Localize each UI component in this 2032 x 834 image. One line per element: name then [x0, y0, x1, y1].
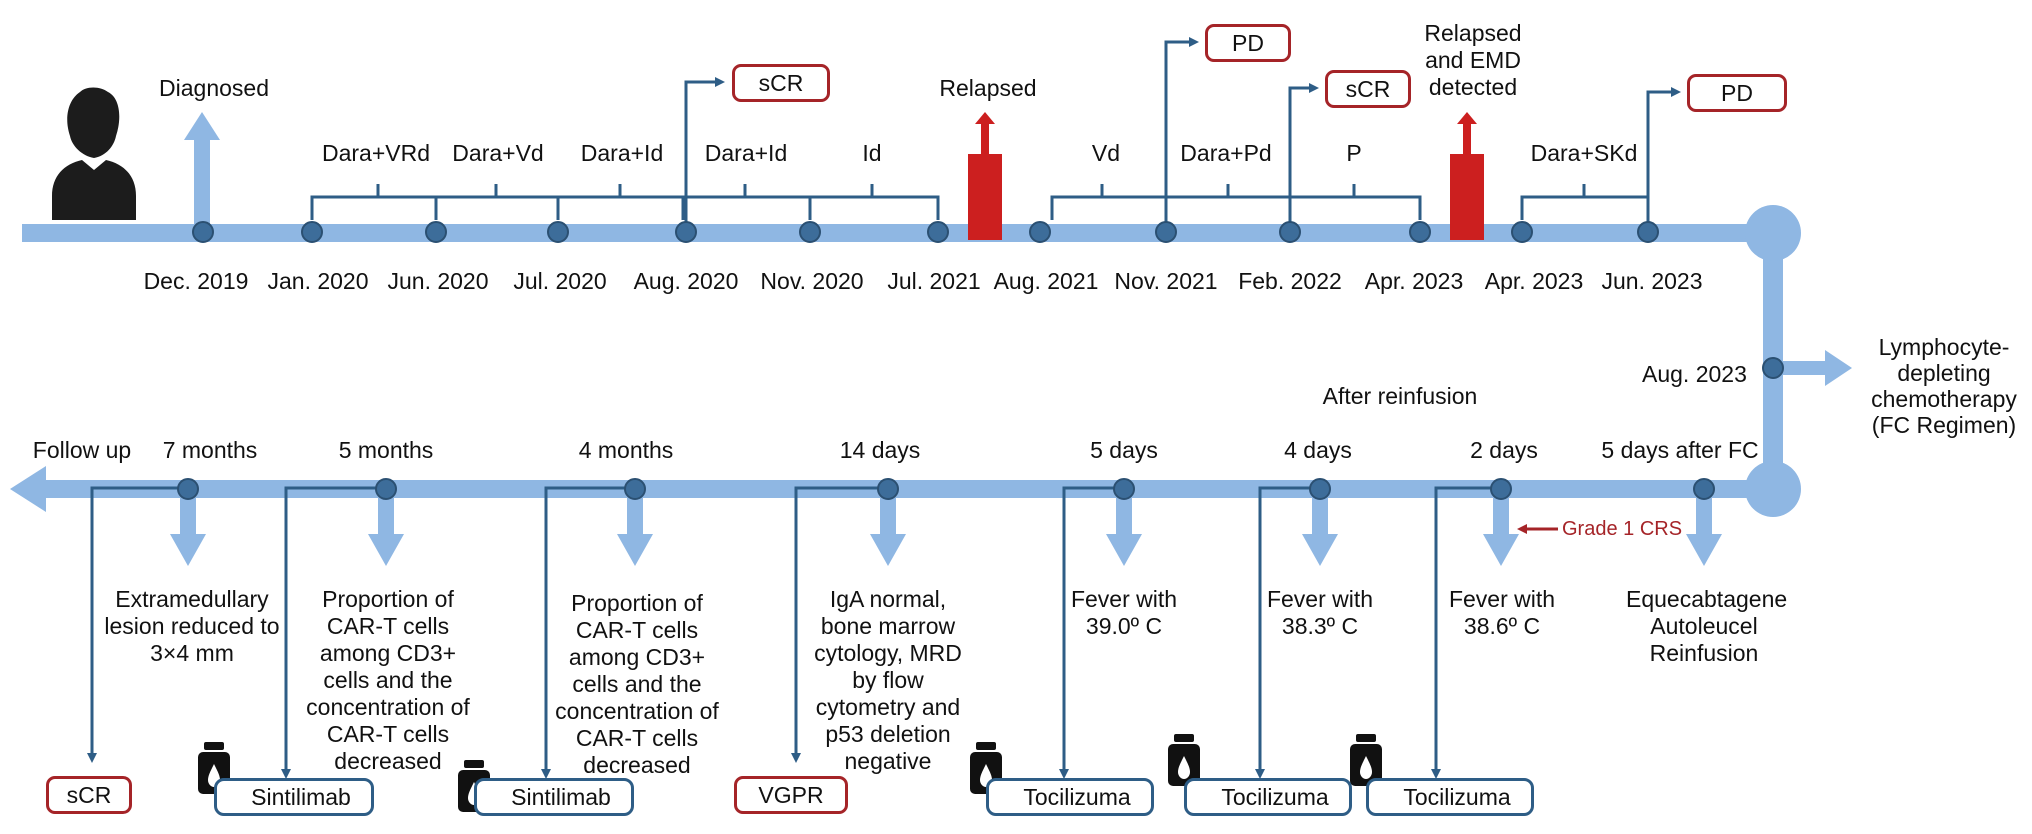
event-description: Fever with 38.6º C	[1448, 586, 1556, 639]
date-label: Jan. 2020	[267, 268, 369, 294]
date-label: Nov. 2021	[1114, 268, 1218, 294]
top-nodes	[192, 221, 1659, 243]
junction-circle-bottom	[1745, 461, 1801, 517]
bottom-timeline-bar	[40, 480, 1765, 498]
relapsed-emd-label: Relapsed and EMD detected	[1424, 20, 1522, 100]
date-label: Aug. 2020	[633, 268, 739, 294]
timepoint-label: Follow up	[32, 437, 132, 463]
top-timeline-bar	[22, 224, 1758, 242]
patient-icon	[52, 87, 136, 220]
drug-label-tocilizuma: Tocilizuma	[1184, 778, 1352, 816]
relapse-marker-apr-2023	[1450, 112, 1484, 240]
timepoint-label: 4 months	[578, 437, 674, 463]
date-label: Dec. 2019	[143, 268, 249, 294]
diagnosed-label: Diagnosed	[159, 75, 269, 101]
drug-label-tocilizuma: Tocilizuma	[1366, 778, 1534, 816]
junction-date-label: Aug. 2023	[1642, 361, 1747, 387]
event-description: Proportion of CAR-T cells among CD3+ cel…	[306, 586, 470, 774]
regimen-label: Dara+SKd	[1530, 140, 1638, 166]
regimen-label: Vd	[1091, 140, 1121, 166]
timepoint-label: 14 days	[839, 437, 921, 463]
date-label: Nov. 2020	[760, 268, 864, 294]
date-label: Apr. 2023	[1364, 268, 1464, 294]
date-label: Jun. 2020	[387, 268, 489, 294]
regimen-label: Dara+VRd	[321, 140, 431, 166]
response-badge-vgpr: VGPR	[734, 776, 848, 814]
bottom-response-connectors	[87, 486, 1501, 779]
date-label: Feb. 2022	[1238, 268, 1342, 294]
drug-label-sintilimab: Sintilimab	[214, 778, 374, 816]
crs-annotation: Grade 1 CRS	[1562, 518, 1683, 540]
drug-label-tocilizuma: Tocilizuma	[986, 778, 1154, 816]
regimen-label: Dara+Vd	[452, 140, 544, 166]
response-badge-pd: PD	[1687, 74, 1787, 112]
regimen-label: Id	[862, 140, 882, 166]
date-label: Jul. 2021	[887, 268, 981, 294]
response-badge-pd: PD	[1205, 24, 1291, 62]
bottom-timeline-arrowhead	[10, 466, 46, 512]
bottom-down-arrows	[170, 496, 1722, 566]
event-description: IgA normal, bone marrow cytology, MRD by…	[814, 586, 962, 774]
response-badge-scr: sCR	[1325, 70, 1411, 108]
response-badge-scr: sCR	[732, 64, 830, 102]
regimen-label: Dara+Id	[704, 140, 788, 166]
after-reinfusion-label: After reinfusion	[1322, 383, 1478, 409]
junction-circle-top	[1745, 205, 1801, 261]
fc-arrow-head	[1825, 350, 1852, 386]
regimen-label: Dara+Id	[580, 140, 664, 166]
event-description: Extramedullary lesion reduced to 3×4 mm	[104, 586, 280, 666]
response-badge-scr: sCR	[46, 776, 132, 814]
junction-node-aug-2023	[1762, 357, 1784, 379]
relapse-marker-aug-2021	[968, 112, 1002, 240]
event-description: Fever with 38.3º C	[1266, 586, 1374, 639]
date-label: Aug. 2021	[993, 268, 1099, 294]
timepoint-label: 5 days	[1090, 437, 1158, 463]
date-label: Jun. 2023	[1601, 268, 1703, 294]
drug-bottle-icons	[198, 734, 1382, 812]
event-description: Fever with 39.0º C	[1070, 586, 1178, 639]
regimen-label: Dara+Pd	[1180, 140, 1272, 166]
drug-label-sintilimab: Sintilimab	[474, 778, 634, 816]
event-description: Proportion of CAR-T cells among CD3+ cel…	[555, 590, 719, 778]
event-description: Equecabtagene Autoleucel Reinfusion	[1626, 586, 1788, 666]
timepoint-label: 2 days	[1470, 437, 1538, 463]
timepoint-label: 4 days	[1284, 437, 1352, 463]
timepoint-label: 5 days after FC	[1601, 437, 1759, 463]
date-label: Apr. 2023	[1484, 268, 1584, 294]
diagnosed-arrow	[184, 112, 220, 226]
fc-regimen-label: Lymphocyte-depleting chemotherapy (FC Re…	[1871, 334, 2017, 438]
bottom-nodes	[177, 478, 1715, 500]
date-label: Jul. 2020	[513, 268, 607, 294]
top-response-connectors	[684, 37, 1681, 228]
timepoint-label: 7 months	[162, 437, 258, 463]
timepoint-label: 5 months	[338, 437, 434, 463]
regimen-label: P	[1346, 140, 1362, 166]
relapsed-label: Relapsed	[939, 75, 1037, 101]
fc-arrow-shaft	[1783, 361, 1827, 375]
